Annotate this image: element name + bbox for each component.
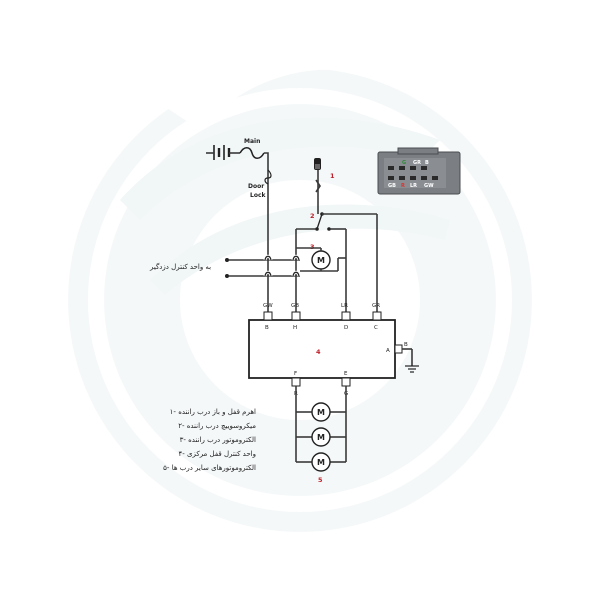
legend: ۱- اهرم قفل و باز درب راننده ۲- میکروسوی… (163, 408, 256, 472)
component-1-number: 1 (330, 172, 335, 180)
lock-button-icon (314, 158, 321, 170)
door-lock-fuse-label-1: Door (248, 183, 264, 190)
connector-pin-label: R (401, 183, 405, 189)
main-fuse-icon (239, 147, 265, 159)
door-lock-fuse-label-2: Lock (250, 192, 267, 199)
other-door-motors (296, 402, 346, 472)
component-5-number: 5 (318, 476, 323, 484)
pin-f-label: F (294, 371, 297, 377)
main-fuse-label: Main (244, 138, 260, 145)
component-4-number: 4 (316, 348, 321, 356)
pin-h-label: H (293, 325, 297, 331)
legend-item-3: ۳- الکتروموتور درب راننده (180, 436, 256, 444)
connector-pin-label: GR (413, 160, 421, 166)
wire-gw-label: GW (263, 303, 273, 309)
door-lock-fuse-icon (264, 169, 272, 185)
legend-item-2: ۲- میکروسوییچ درب راننده (178, 422, 256, 430)
remote-control-label: به واحد کنترل دزدگیر (149, 262, 211, 271)
connector-pin-label: GW (424, 183, 434, 189)
wire-gb-label: GB (291, 303, 299, 309)
pin-e-label: E (344, 371, 348, 377)
connector-pin-label: GB (388, 183, 396, 189)
connector-pin-label: G (402, 160, 406, 166)
pin-d-label: D (344, 325, 348, 331)
wire-gr-label: GR (372, 303, 380, 309)
motor-m-glyph: M (317, 256, 325, 265)
watermark-logo (68, 0, 532, 532)
component-2-number: 2 (310, 212, 315, 220)
wire-b-label: B (404, 342, 408, 348)
legend-item-1: ۱- اهرم قفل و باز درب راننده (170, 408, 256, 416)
motor-m-glyph: M (317, 408, 325, 417)
ground-icon (405, 365, 419, 373)
connector-pin-label: B (425, 160, 429, 166)
wire-lr-label: LR (341, 303, 348, 309)
connector-illustration (377, 147, 461, 195)
pin-c-label: C (374, 325, 378, 331)
component-3-number: 3 (310, 243, 315, 251)
connector-pin-label: LR (410, 183, 417, 189)
motor-m-glyph: M (317, 458, 325, 467)
legend-item-4: ۴- واحد کنترل قفل مرکزی (179, 450, 257, 458)
top-pins (263, 311, 403, 387)
pin-a-label: A (386, 348, 390, 354)
motor-m-glyph: M (317, 433, 325, 442)
legend-item-5: ۵- الکتروموتورهای سایر درب ها (163, 464, 256, 472)
pin-b-label: B (265, 325, 269, 331)
